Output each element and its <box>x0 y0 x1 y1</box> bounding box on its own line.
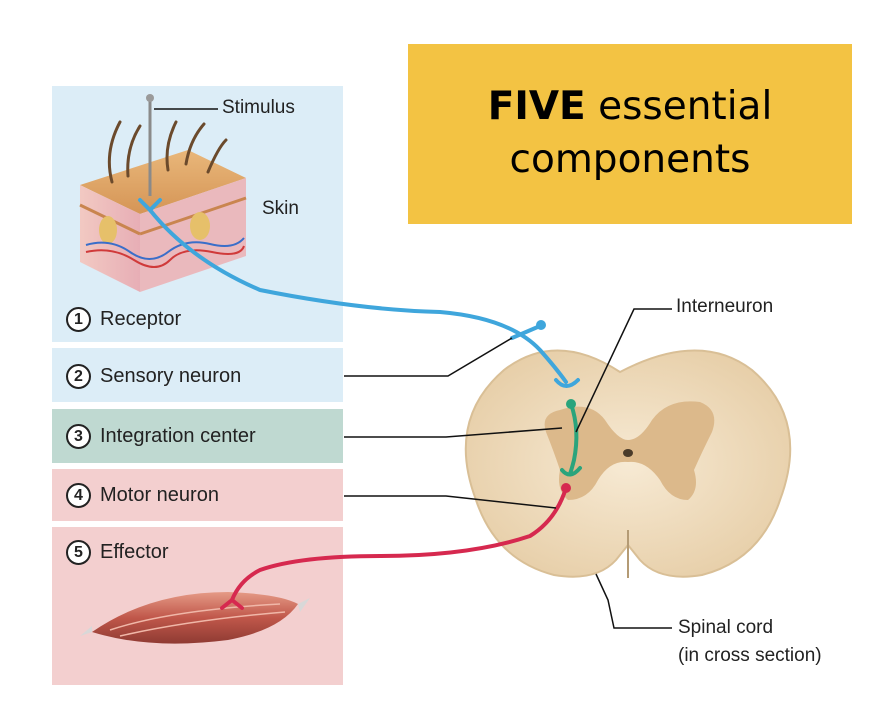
step-label-motor-neuron: Motor neuron <box>100 484 219 506</box>
title-box: FIVE essential components <box>408 44 852 224</box>
stimulus-pin <box>146 94 154 196</box>
stimulus-label: Stimulus <box>222 97 295 118</box>
skin-block <box>79 120 247 292</box>
step-motor-neuron: 4 Motor neuron <box>66 483 219 508</box>
interneuron-label: Interneuron <box>676 296 774 317</box>
cross-section-label: (in cross section) <box>678 645 822 666</box>
muscle-effector <box>80 592 310 644</box>
motor-leader-line <box>344 495 557 509</box>
step-effector: 5 Effector <box>66 540 169 565</box>
motor-neuron-path <box>220 483 571 610</box>
step-label-sensory-neuron: Sensory neuron <box>100 365 242 387</box>
title-line-2: components <box>509 137 751 182</box>
step-number-4: 4 <box>66 483 91 508</box>
spinal-cord-leader-line <box>595 573 672 629</box>
step-number-3: 3 <box>66 424 91 449</box>
step-sensory-neuron: 2 Sensory neuron <box>66 364 241 389</box>
spinal-cord <box>464 349 792 578</box>
spinal-cord-label: Spinal cord <box>678 617 774 638</box>
step-number-5: 5 <box>66 540 91 565</box>
leader-lines <box>344 308 672 629</box>
step-label-receptor: Receptor <box>100 308 182 330</box>
motor-neuron-panel <box>52 469 343 521</box>
step-receptor: 1 Receptor <box>66 307 181 332</box>
interneuron-path <box>560 399 582 477</box>
integration-leader-line <box>344 427 563 438</box>
interneuron-leader-line <box>575 308 672 433</box>
sensory-neuron-path <box>138 198 580 388</box>
step-number-1: 1 <box>66 307 91 332</box>
step-label-effector: Effector <box>100 541 169 563</box>
integration-center-panel <box>52 409 343 463</box>
step-integration-center: 3 Integration center <box>66 424 256 449</box>
sensory-neuron-panel <box>52 348 343 402</box>
sensory-leader-line <box>344 337 513 377</box>
title-bold: FIVE <box>487 84 586 130</box>
step-number-2: 2 <box>66 364 91 389</box>
title-rest: essential <box>585 84 773 130</box>
title-line-1: FIVE essential <box>488 81 773 134</box>
skin-label: Skin <box>262 198 299 219</box>
step-label-integration-center: Integration center <box>100 425 256 447</box>
